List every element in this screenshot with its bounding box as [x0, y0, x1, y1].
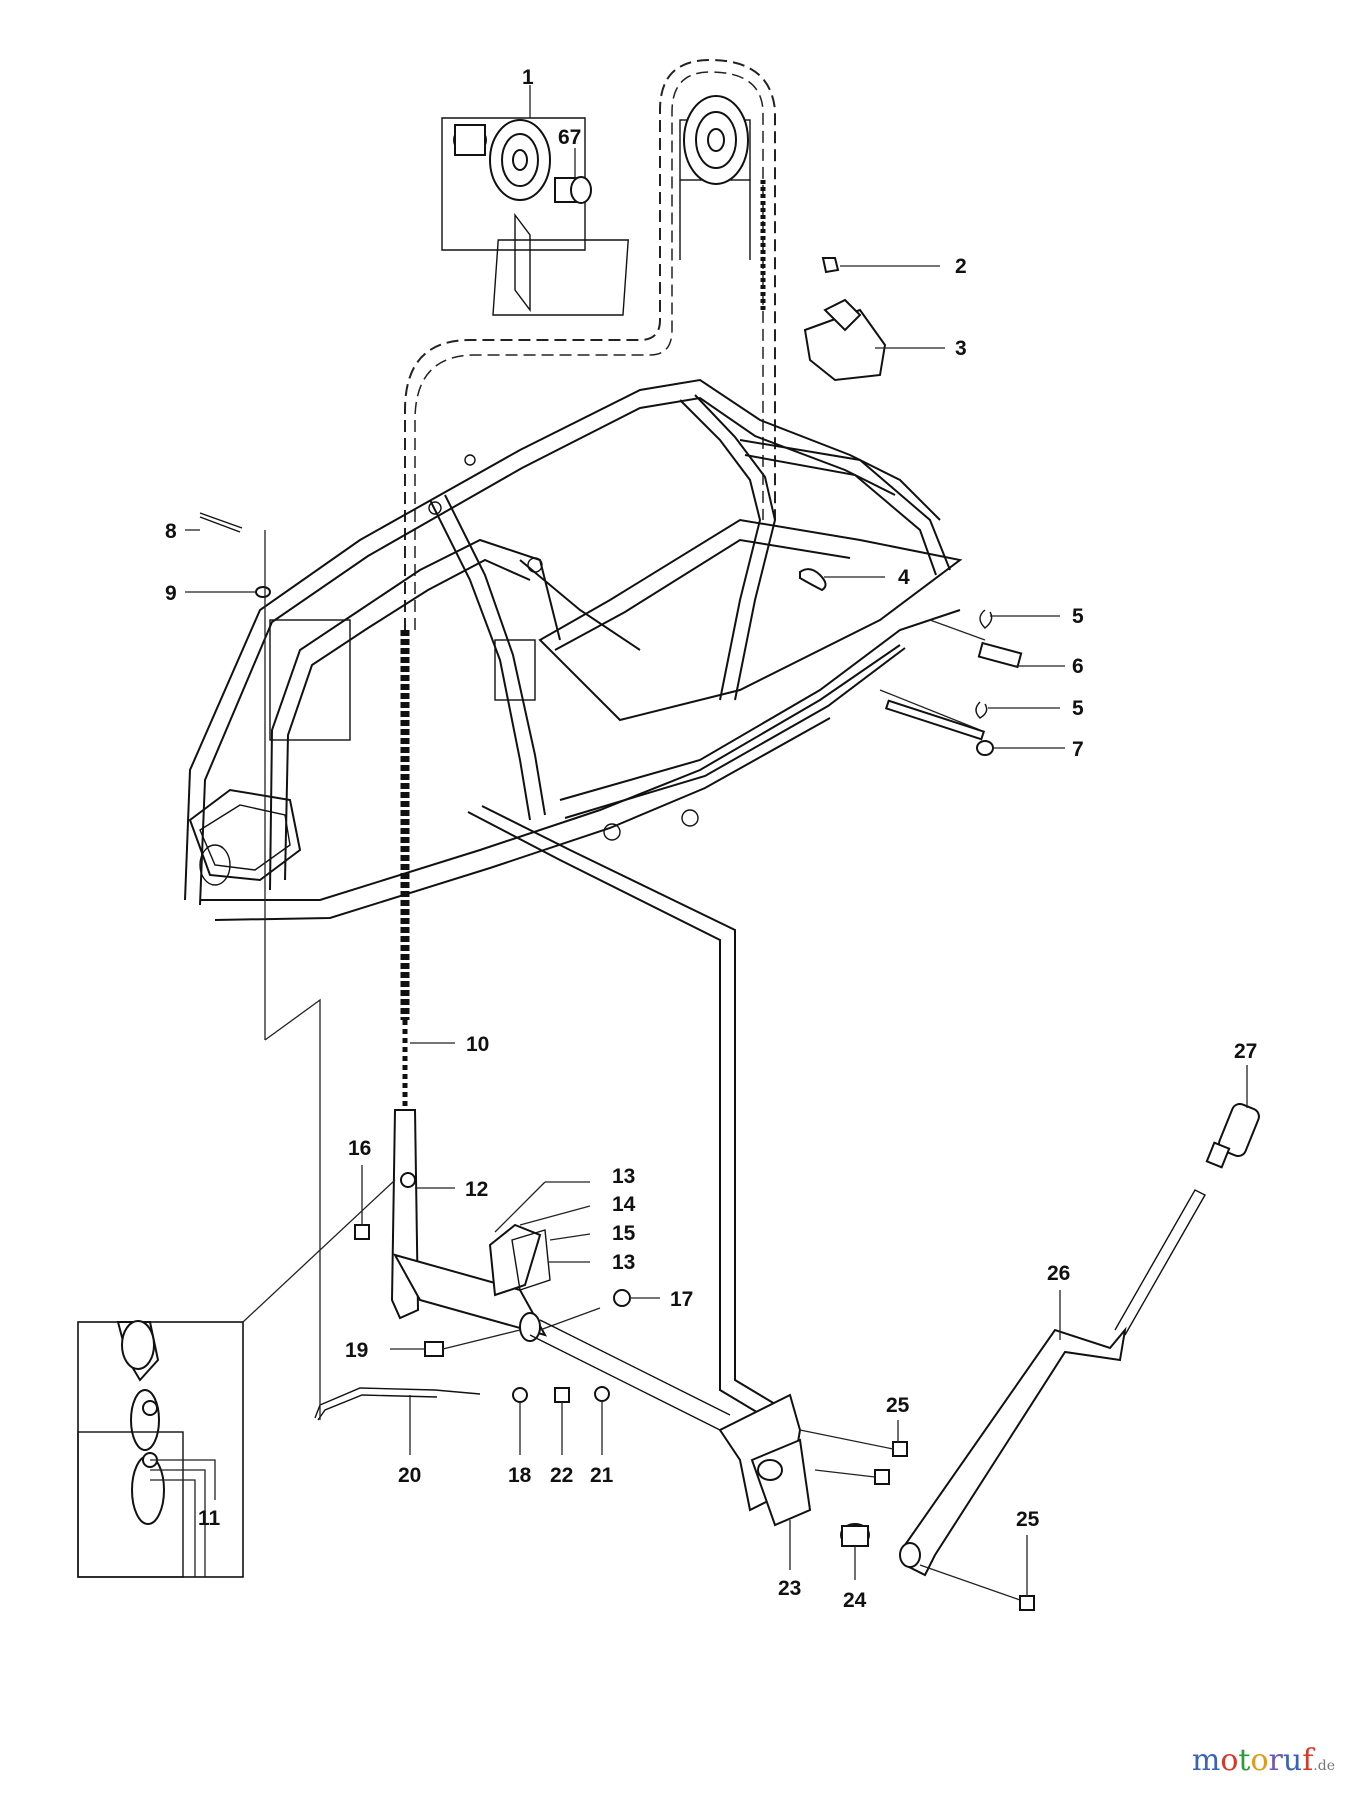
callout-19: 19 — [345, 1339, 368, 1362]
callout-67: 67 — [558, 126, 581, 149]
tractor-frame — [184, 378, 963, 1421]
bracket-2-3 — [803, 257, 945, 382]
lever-assembly — [314, 1065, 1260, 1611]
callout-25a: 25 — [886, 1394, 910, 1417]
callout-1: 1 — [522, 66, 534, 89]
chain-10 — [400, 630, 455, 1115]
watermark-tld: .de — [1313, 1758, 1335, 1774]
callout-8: 8 — [165, 520, 177, 543]
inset-detail-11 — [77, 880, 396, 1578]
callout-2: 2 — [955, 255, 967, 278]
callout-15: 15 — [612, 1222, 636, 1245]
callout-14: 14 — [612, 1193, 636, 1216]
callout-17: 17 — [670, 1288, 693, 1311]
callout-20: 20 — [398, 1464, 421, 1487]
callout-16: 16 — [348, 1137, 371, 1160]
callout-23: 23 — [778, 1577, 801, 1600]
callout-21: 21 — [590, 1464, 614, 1487]
callout-12: 12 — [465, 1178, 488, 1201]
callout-10: 10 — [466, 1033, 489, 1056]
callout-18: 18 — [508, 1464, 532, 1487]
callout-5a: 5 — [1072, 605, 1084, 628]
chain-routing — [404, 58, 776, 630]
callout-4: 4 — [898, 566, 910, 589]
callout-3: 3 — [955, 337, 967, 360]
callout-26: 26 — [1047, 1262, 1070, 1285]
callout-24: 24 — [843, 1589, 867, 1612]
callouts: 1 67 2 3 4 5 6 5 7 8 9 10 11 12 13 14 15… — [165, 66, 1257, 1612]
motoruf-watermark: motoruf motoruf.de — [1191, 1743, 1335, 1778]
callout-6: 6 — [1072, 655, 1084, 678]
callout-22: 22 — [550, 1464, 573, 1487]
callout-7: 7 — [1072, 738, 1084, 761]
parts-4-7 — [799, 568, 1065, 756]
part-8-9 — [185, 512, 271, 880]
pulley-upper — [679, 95, 766, 310]
callout-11: 11 — [198, 1507, 221, 1530]
callout-25b: 25 — [1016, 1508, 1040, 1531]
callout-9: 9 — [165, 582, 177, 605]
callout-5b: 5 — [1072, 697, 1084, 720]
callout-27: 27 — [1234, 1040, 1257, 1063]
pulley-detail-1 — [441, 85, 629, 316]
callout-13a: 13 — [612, 1165, 635, 1188]
callout-13b: 13 — [612, 1251, 635, 1274]
